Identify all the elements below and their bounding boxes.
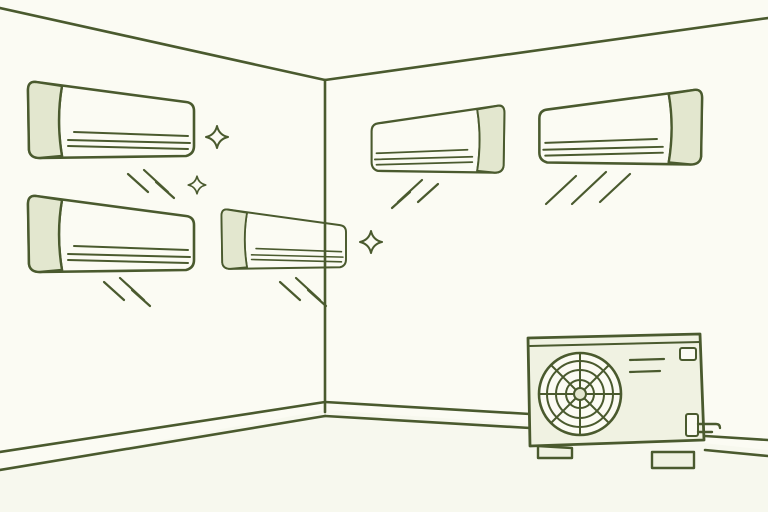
ceiling-edge-right bbox=[323, 16, 768, 82]
sparkle-icon bbox=[187, 175, 207, 195]
indoor-unit-4 bbox=[370, 104, 506, 174]
indoor-unit-2 bbox=[26, 194, 196, 274]
baseboard-right bbox=[323, 400, 768, 458]
airflow-lines bbox=[278, 276, 328, 308]
airflow-lines bbox=[390, 178, 440, 210]
sparkle-icon bbox=[359, 230, 383, 254]
sparkle-icon bbox=[205, 125, 229, 149]
outdoor-unit bbox=[526, 332, 722, 470]
ceiling-edge-left bbox=[0, 6, 327, 82]
airflow-lines bbox=[102, 276, 152, 308]
indoor-unit-3 bbox=[220, 208, 348, 270]
indoor-unit-1 bbox=[26, 80, 196, 160]
airflow-lines bbox=[544, 170, 632, 206]
baseboard-left bbox=[0, 400, 327, 472]
airflow-lines bbox=[126, 168, 176, 200]
indoor-unit-5 bbox=[538, 88, 704, 166]
fan-icon bbox=[537, 351, 623, 437]
